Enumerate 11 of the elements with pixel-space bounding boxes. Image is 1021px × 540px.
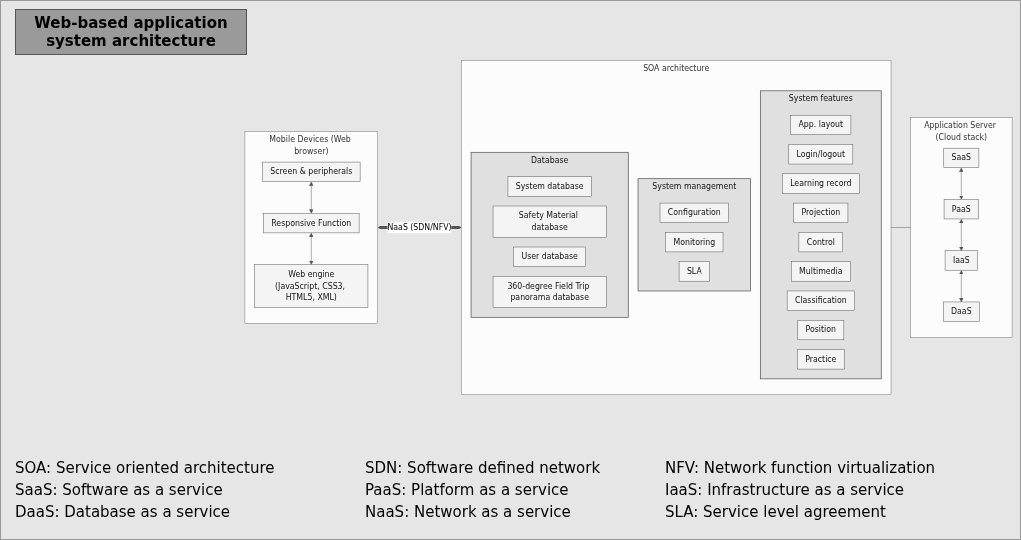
abbreviation-note: NFV: Network function virtualization	[665, 459, 937, 477]
abbreviation-note: SOA: Service oriented architecture	[15, 459, 276, 477]
abbreviation-note: SDN: Software defined network	[365, 459, 602, 477]
abbreviation-note: DaaS: Database as a service	[15, 503, 232, 521]
abbreviation-note: SaaS: Software as a service	[15, 481, 224, 499]
connector	[890, 227, 911, 228]
abbreviation-note: SLA: Service level agreement	[665, 503, 887, 521]
abbreviation-note: IaaS: Infrastructure as a service	[665, 481, 906, 499]
abbreviation-note: PaaS: Platform as a service	[365, 481, 570, 499]
title-box: Web-based application system architecture	[15, 9, 247, 55]
abbreviation-note: NaaS: Network as a service	[365, 503, 572, 521]
